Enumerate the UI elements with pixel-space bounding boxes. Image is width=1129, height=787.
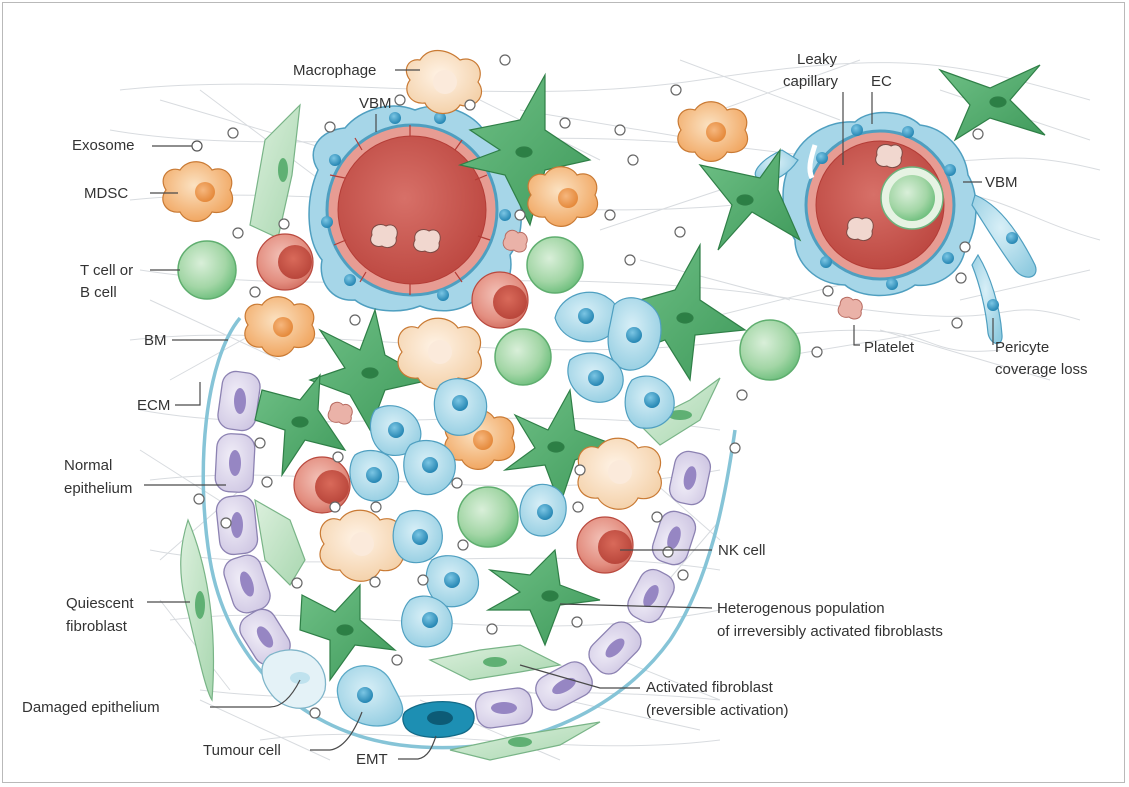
label-pericyte-coverage-loss: Pericyte coverage loss: [993, 318, 1088, 378]
svg-text:Damaged epithelium: Damaged epithelium: [22, 699, 160, 716]
svg-text:epithelium: epithelium: [64, 480, 132, 497]
svg-text:Macrophage: Macrophage: [293, 62, 376, 79]
emt-cell-shape: [403, 702, 474, 738]
label-tumour-cell: Tumour cell: [203, 712, 362, 759]
label-macrophage: Macrophage: [293, 62, 420, 79]
label-platelet: Platelet: [854, 325, 915, 356]
svg-text:VBM: VBM: [985, 174, 1018, 191]
label-nk-cell: NK cell: [620, 542, 766, 559]
label-ecm: ECM: [137, 382, 200, 414]
svg-text:NK cell: NK cell: [718, 542, 766, 559]
svg-text:Exosome: Exosome: [72, 137, 135, 154]
label-bm: BM: [144, 332, 228, 349]
svg-text:Heterogenous population: Heterogenous population: [717, 600, 885, 617]
label-t-or-b-cell: T cell or B cell: [80, 262, 180, 301]
svg-text:coverage loss: coverage loss: [995, 361, 1088, 378]
svg-text:BM: BM: [144, 332, 167, 349]
svg-text:Leaky: Leaky: [797, 51, 838, 68]
svg-text:VBM: VBM: [359, 95, 392, 112]
damaged-epithelium-cells: [262, 650, 326, 708]
svg-text:of irreversibly activated fibr: of irreversibly activated fibroblasts: [717, 623, 943, 640]
svg-text:Activated fibroblast: Activated fibroblast: [646, 679, 774, 696]
svg-text:B cell: B cell: [80, 284, 117, 301]
svg-text:EC: EC: [871, 73, 892, 90]
svg-text:Quiescent: Quiescent: [66, 595, 134, 612]
svg-text:Normal: Normal: [64, 457, 112, 474]
svg-text:(reversible activation): (reversible activation): [646, 702, 789, 719]
right-capillary: [783, 113, 976, 296]
svg-text:fibroblast: fibroblast: [66, 618, 128, 635]
label-exosome: Exosome: [72, 137, 202, 154]
svg-text:capillary: capillary: [783, 73, 839, 90]
svg-text:ECM: ECM: [137, 397, 170, 414]
label-damaged-epithelium: Damaged epithelium: [22, 680, 300, 716]
svg-text:EMT: EMT: [356, 751, 388, 768]
svg-text:Pericyte: Pericyte: [995, 339, 1049, 356]
tumour-cell-shape: [337, 666, 402, 726]
svg-text:Platelet: Platelet: [864, 339, 915, 356]
svg-text:MDSC: MDSC: [84, 185, 128, 202]
svg-text:T cell or: T cell or: [80, 262, 133, 279]
svg-text:Tumour cell: Tumour cell: [203, 742, 281, 759]
label-emt: EMT: [356, 736, 436, 768]
